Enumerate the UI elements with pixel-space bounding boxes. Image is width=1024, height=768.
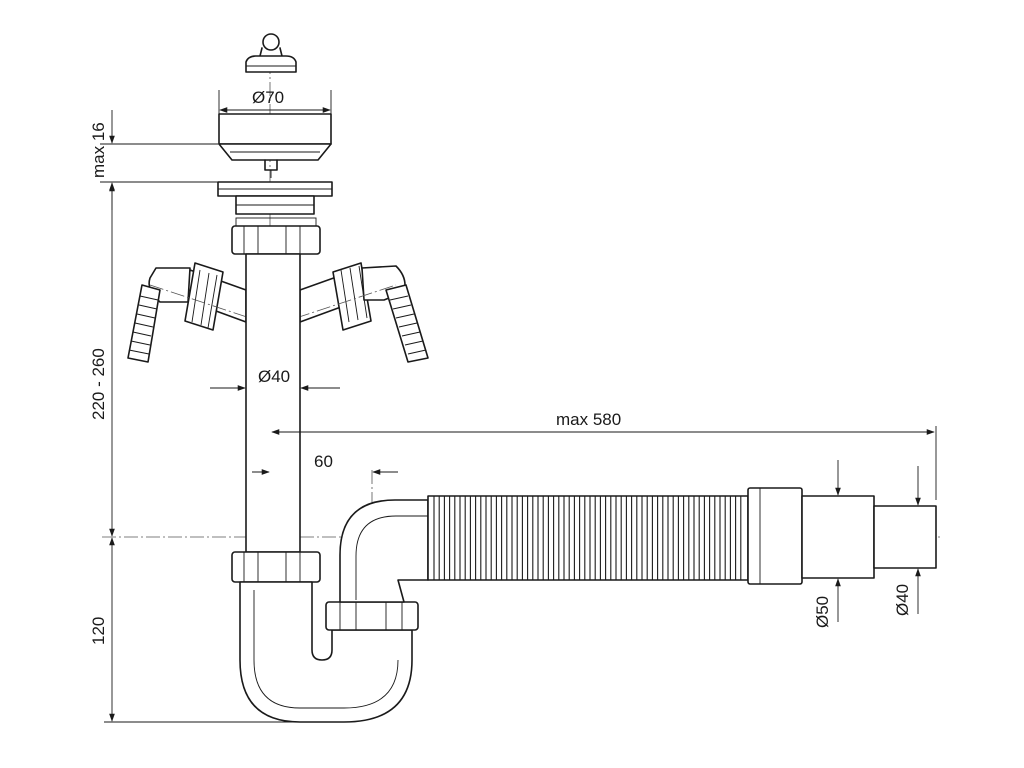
dim-d70: Ø70: [218, 88, 332, 114]
corrugated-hose: [427, 495, 749, 581]
left-side-inlet: [127, 262, 251, 363]
strainer-flange: [217, 113, 333, 215]
dim-d40-outlet: Ø40: [893, 466, 921, 616]
riser-nut: [325, 601, 419, 631]
outlet-adapter: [747, 487, 937, 585]
dim-120: 120: [89, 537, 300, 723]
trap-bowl: [239, 581, 413, 723]
label-d40-pipe: Ø40: [258, 367, 290, 386]
label-d40-outlet: Ø40: [893, 584, 912, 616]
label-60: 60: [314, 452, 333, 471]
dim-d50: Ø50: [813, 460, 841, 628]
label-max16: max 16: [89, 122, 108, 178]
right-side-inlet: [295, 262, 429, 363]
vertical-pipe: [245, 253, 301, 553]
label-220-260: 220 - 260: [89, 348, 108, 420]
dim-d40-pipe: Ø40: [210, 367, 340, 391]
riser-elbow: [339, 499, 429, 603]
dim-220-260: 220 - 260: [89, 183, 115, 537]
label-d50: Ø50: [813, 596, 832, 628]
label-d70: Ø70: [252, 88, 284, 107]
lower-nut: [231, 551, 321, 583]
label-max580: max 580: [556, 410, 621, 429]
upper-nut: [231, 217, 321, 255]
dim-max580: max 580: [271, 410, 937, 500]
dim-max16: max 16: [89, 110, 218, 210]
stopper-plug: [245, 33, 297, 73]
label-120: 120: [89, 617, 108, 645]
dim-60: 60: [252, 452, 398, 475]
